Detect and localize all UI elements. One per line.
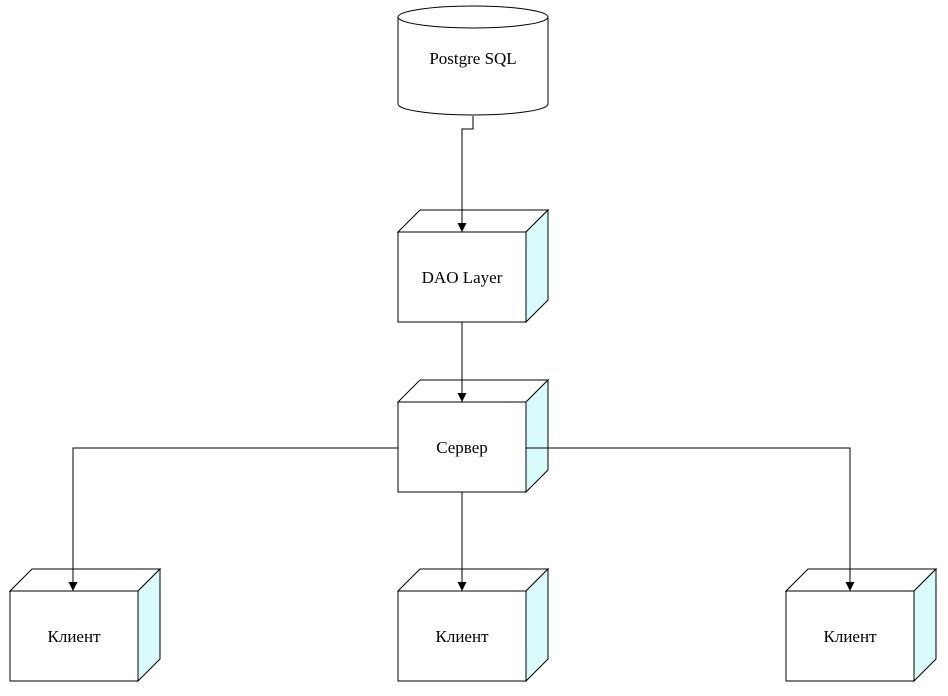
client-right-cube-top <box>784 568 938 592</box>
client-left-cube-front <box>9 590 139 682</box>
database-cylinder-body <box>397 17 549 116</box>
dao-layer-node: DAO Layer <box>396 208 550 324</box>
server-cube-front <box>397 401 527 493</box>
server-node: Сервер <box>396 378 550 494</box>
server-to-client-right-arrow <box>526 447 855 591</box>
client-node-left: Клиент <box>8 567 162 683</box>
client-center-label: Клиент <box>436 627 490 646</box>
server-cube-top <box>396 379 550 403</box>
connectors <box>68 116 855 591</box>
client-center-cube-top <box>396 568 550 592</box>
client-center-cube-front <box>397 590 527 682</box>
client-right-label: Клиент <box>824 627 878 646</box>
server-to-client-left-arrow <box>68 447 398 591</box>
client-node-center: Клиент <box>396 567 550 683</box>
database-cylinder-top <box>397 5 549 29</box>
client-left-cube-top <box>8 568 162 592</box>
client-left-label: Клиент <box>48 627 102 646</box>
client-right-cube-front <box>785 590 915 682</box>
postgresql-database-node: Postgre SQL <box>397 5 549 116</box>
server-label: Сервер <box>436 438 488 457</box>
database-to-dao-arrow <box>457 116 474 232</box>
client-node-right: Клиент <box>784 567 938 683</box>
dao-cube-front <box>397 231 527 323</box>
dao-cube-top <box>396 209 550 233</box>
dao-layer-label: DAO Layer <box>422 268 503 287</box>
database-label: Postgre SQL <box>429 49 516 68</box>
